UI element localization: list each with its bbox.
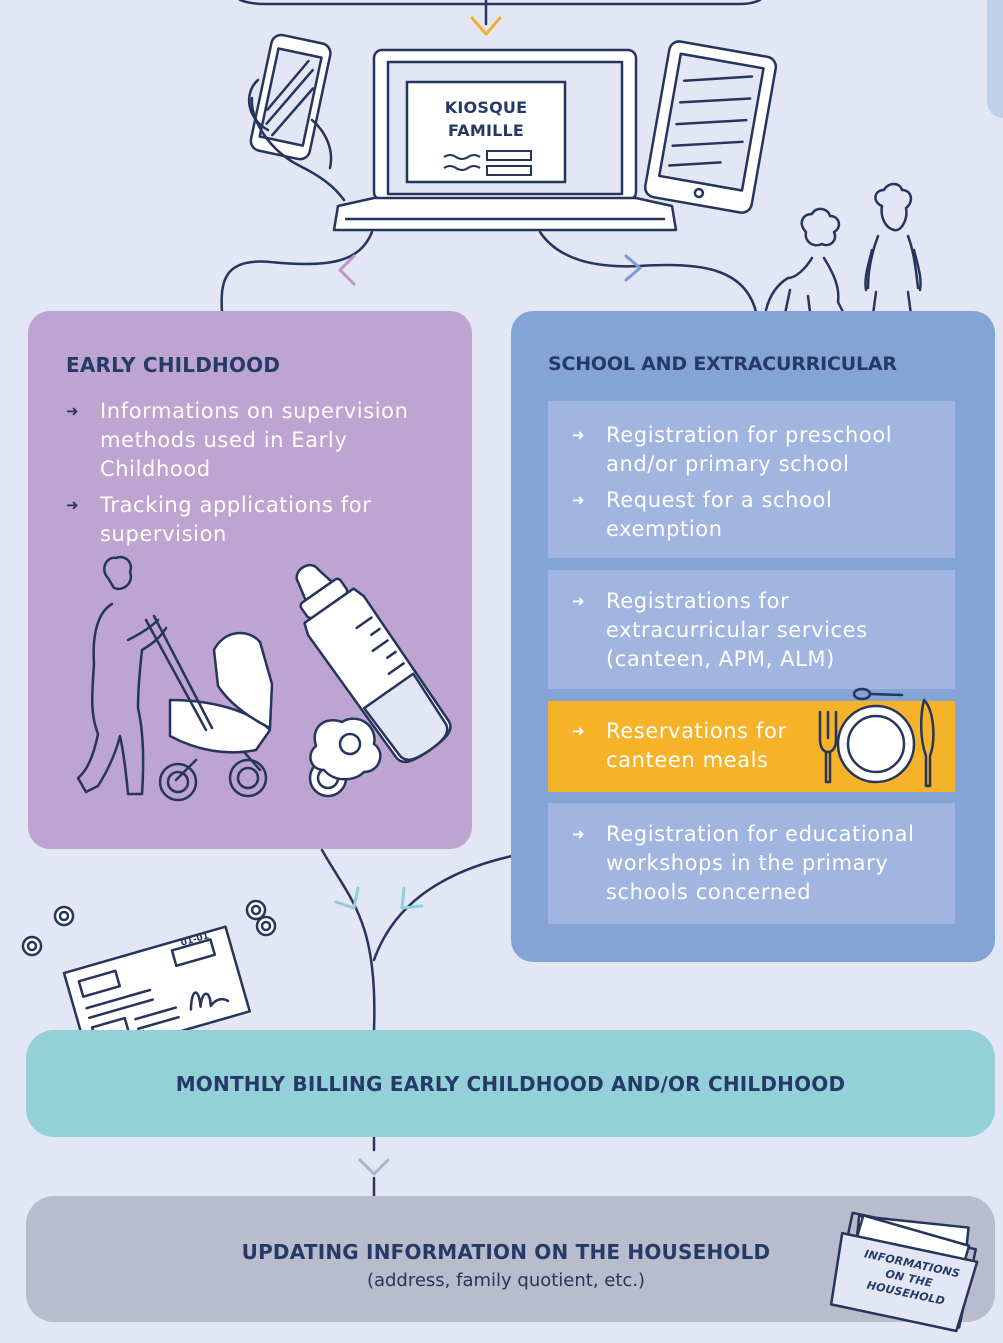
item-line: Reservations for xyxy=(606,719,787,743)
item-line: extracurricular services xyxy=(606,618,868,642)
item-line: Registration for educational xyxy=(606,822,915,846)
household-subtitle: (address, family quotient, etc.) xyxy=(366,1270,646,1291)
school-box-canteen: ➜ Reservations for canteen meals xyxy=(548,701,955,792)
item-line: and/or primary school xyxy=(606,452,850,476)
item-line: Informations on supervision xyxy=(100,399,409,423)
item-line: Registration for preschool xyxy=(606,423,893,447)
kiosk-title-line2: FAMILLE xyxy=(447,121,525,140)
school-box-registration: ➜ Registration for preschool and/or prim… xyxy=(548,401,955,558)
arrow-right-icon: ➜ xyxy=(572,722,586,740)
list-item: ➜ Tracking applications for supervision xyxy=(66,491,456,549)
arrow-right-icon: ➜ xyxy=(66,402,80,420)
item-line: methods used in Early xyxy=(100,428,348,452)
list-item: ➜ Reservations for canteen meals xyxy=(572,717,822,775)
arrow-right-icon: ➜ xyxy=(572,825,586,843)
item-line: (canteen, APM, ALM) xyxy=(606,647,835,671)
item-line: workshops in the primary xyxy=(606,851,889,875)
early-childhood-list: ➜ Informations on supervision methods us… xyxy=(66,397,456,549)
item-line: canteen meals xyxy=(606,748,769,772)
billing-box: MONTHLY BILLING EARLY CHILDHOOD AND/OR C… xyxy=(26,1030,995,1137)
list-item: ➜ Request for a school exemption xyxy=(572,486,942,544)
household-title: UPDATING INFORMATION ON THE HOUSEHOLD xyxy=(241,1240,771,1264)
kiosk-title: KIOSQUE FAMILLE xyxy=(407,96,565,142)
item-line: Childhood xyxy=(100,457,211,481)
arrow-right-icon: ➜ xyxy=(66,496,80,514)
arrow-right-icon: ➜ xyxy=(572,426,586,444)
list-item: ➜ Registration for educational workshops… xyxy=(572,820,952,907)
early-childhood-title: EARLY CHILDHOOD xyxy=(66,353,281,377)
school-box-workshops: ➜ Registration for educational workshops… xyxy=(548,803,955,924)
side-tab xyxy=(987,0,1003,118)
arrow-right-icon: ➜ xyxy=(572,592,586,610)
item-line: supervision xyxy=(100,522,227,546)
kiosk-title-line1: KIOSQUE xyxy=(444,98,528,117)
list-item: ➜ Registration for preschool and/or prim… xyxy=(572,421,942,479)
school-panel: SCHOOL AND EXTRACURRICULAR ➜ Registratio… xyxy=(511,311,995,962)
arrow-right-icon: ➜ xyxy=(572,491,586,509)
list-item: ➜ Registrations for extracurricular serv… xyxy=(572,587,942,674)
early-childhood-panel: EARLY CHILDHOOD ➜ Informations on superv… xyxy=(28,311,472,849)
school-title: SCHOOL AND EXTRACURRICULAR xyxy=(548,353,897,375)
billing-title: MONTHLY BILLING EARLY CHILDHOOD AND/OR C… xyxy=(175,1072,846,1096)
list-item: ➜ Informations on supervision methods us… xyxy=(66,397,456,484)
item-line: schools concerned xyxy=(606,880,812,904)
invoice-date: 01-01 xyxy=(179,931,211,949)
school-box-extracurricular: ➜ Registrations for extracurricular serv… xyxy=(548,570,955,689)
item-line: Request for a school xyxy=(606,488,833,512)
item-line: exemption xyxy=(606,517,723,541)
item-line: Tracking applications for xyxy=(100,493,372,517)
item-line: Registrations for xyxy=(606,589,790,613)
